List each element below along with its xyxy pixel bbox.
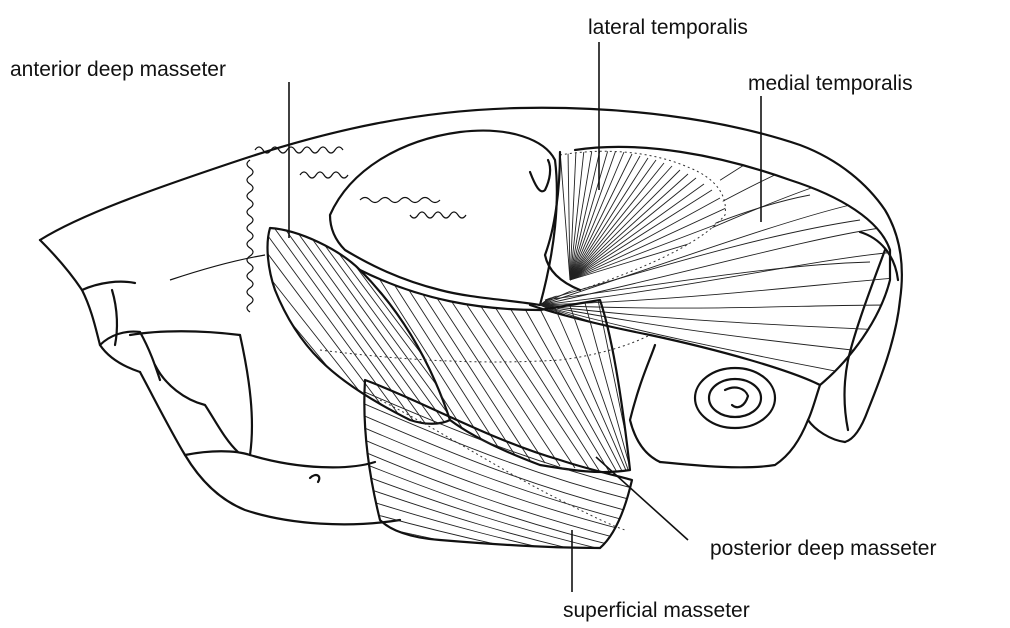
superficial-masseter-muscle <box>360 380 640 580</box>
medial-temporalis-muscle <box>540 155 895 405</box>
label-posterior-deep-masseter: posterior deep masseter <box>710 537 936 560</box>
label-medial-temporalis: medial temporalis <box>748 72 913 95</box>
label-superficial-masseter: superficial masseter <box>563 599 750 622</box>
leader-lines <box>289 42 761 592</box>
label-anterior-deep-masseter: anterior deep masseter <box>10 58 226 81</box>
lateral-temporalis-muscle <box>560 150 728 280</box>
auditory-bulla <box>695 368 775 428</box>
label-lateral-temporalis: lateral temporalis <box>588 16 748 39</box>
skull-outline <box>40 108 902 525</box>
leader-posterior-deep-masseter <box>596 457 688 540</box>
